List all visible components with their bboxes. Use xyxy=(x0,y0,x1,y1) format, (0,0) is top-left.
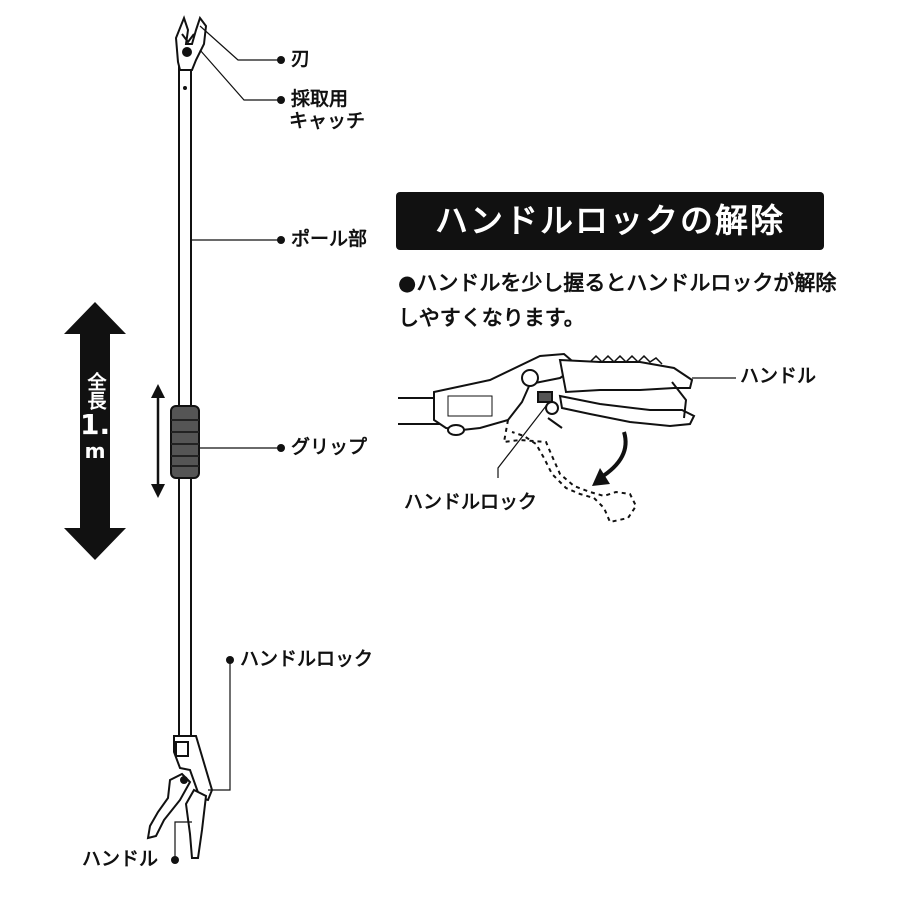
grip-dot xyxy=(277,444,285,452)
grip-label: グリップ xyxy=(291,436,368,458)
pole xyxy=(178,59,192,741)
total-length-number: 1.8 xyxy=(80,408,130,441)
catch-label-line1: 採取用 xyxy=(291,88,349,110)
handle-lock-label-right: ハンドルロック xyxy=(404,491,538,513)
detail-leader-lines xyxy=(497,377,736,478)
grip-range-arrow xyxy=(151,384,165,498)
handle-lock-label-left: ハンドルロック xyxy=(240,648,374,670)
handle-dot xyxy=(171,856,179,864)
bullet-icon: ● xyxy=(398,271,417,295)
description-text: ハンドルを少し握るとハンドルロックが解除しやすくなります。 xyxy=(398,271,837,330)
catch-dot xyxy=(277,96,285,104)
section-title: ハンドルロックの解除 xyxy=(396,192,824,250)
blade-head xyxy=(174,15,208,71)
total-length-arrow xyxy=(64,302,126,560)
detail-handle-drawing xyxy=(398,352,696,436)
blade-label: 刃 xyxy=(291,48,311,70)
section-description: ●ハンドルを少し握るとハンドルロックが解除しやすくなります。 xyxy=(398,266,838,336)
leader-lines xyxy=(174,25,280,860)
catch-label-line2: キャッチ xyxy=(289,110,366,132)
blade-dot xyxy=(277,56,285,64)
handle-label-left: ハンドル xyxy=(82,848,159,870)
pole-label: ポール部 xyxy=(291,228,368,250)
grip-shape xyxy=(170,405,200,479)
total-length-label: 全長 xyxy=(84,372,107,410)
handle-label-right: ハンドル xyxy=(740,365,817,387)
detail-handle-open-dashed xyxy=(502,419,638,524)
total-length-unit: m xyxy=(84,439,106,463)
squeeze-arrow xyxy=(592,431,628,486)
section-title-text: ハンドルロックの解除 xyxy=(435,201,785,240)
bottom-handle xyxy=(146,735,214,859)
total-length-text: 全長 1.8 m xyxy=(80,372,130,463)
handle-lock-dot xyxy=(226,656,234,664)
pole-dot xyxy=(277,236,285,244)
